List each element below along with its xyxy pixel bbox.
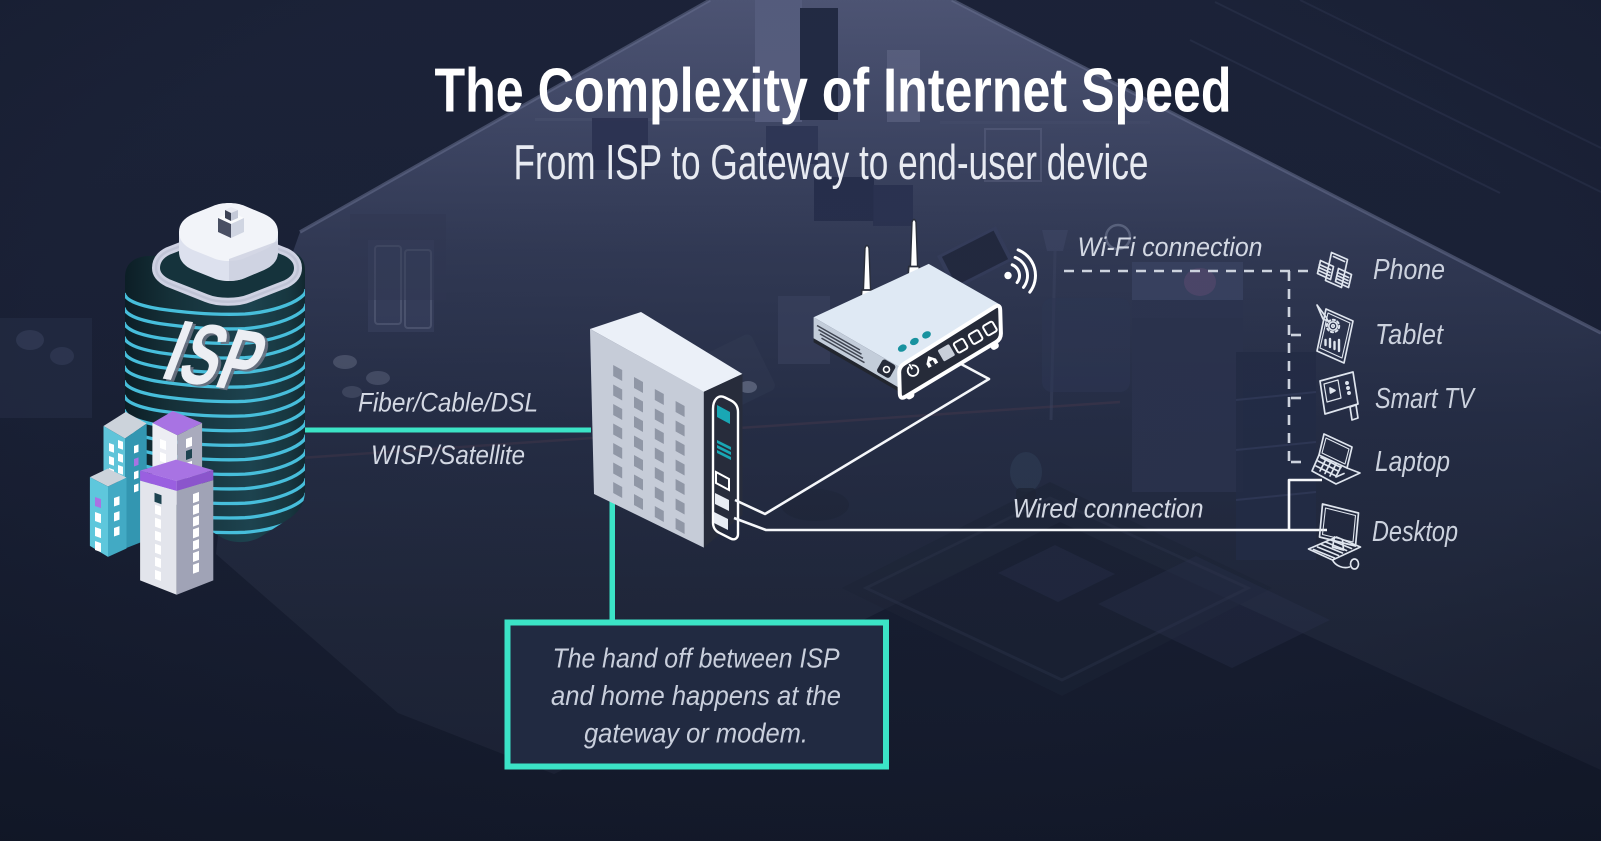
svg-text:Fiber/Cable/DSL: Fiber/Cable/DSL [358, 388, 538, 418]
svg-text:The hand off between ISP: The hand off between ISP [553, 643, 840, 674]
svg-text:Laptop: Laptop [1375, 446, 1450, 478]
svg-text:From ISP to Gateway to end-use: From ISP to Gateway to end-user device [514, 136, 1149, 190]
svg-text:and home happens at the: and home happens at the [551, 680, 841, 711]
svg-text:Phone: Phone [1373, 254, 1445, 286]
svg-text:Wi-Fi connection: Wi-Fi connection [1078, 232, 1263, 262]
svg-text:gateway or modem.: gateway or modem. [584, 718, 808, 749]
svg-text:Wired connection: Wired connection [1013, 494, 1204, 524]
svg-text:Desktop: Desktop [1372, 516, 1458, 548]
svg-text:WISP/Satellite: WISP/Satellite [371, 440, 525, 470]
svg-text:Tablet: Tablet [1375, 319, 1445, 351]
svg-text:Smart TV: Smart TV [1375, 383, 1476, 415]
svg-text:The Complexity of Internet Spe: The Complexity of Internet Speed [435, 57, 1232, 126]
